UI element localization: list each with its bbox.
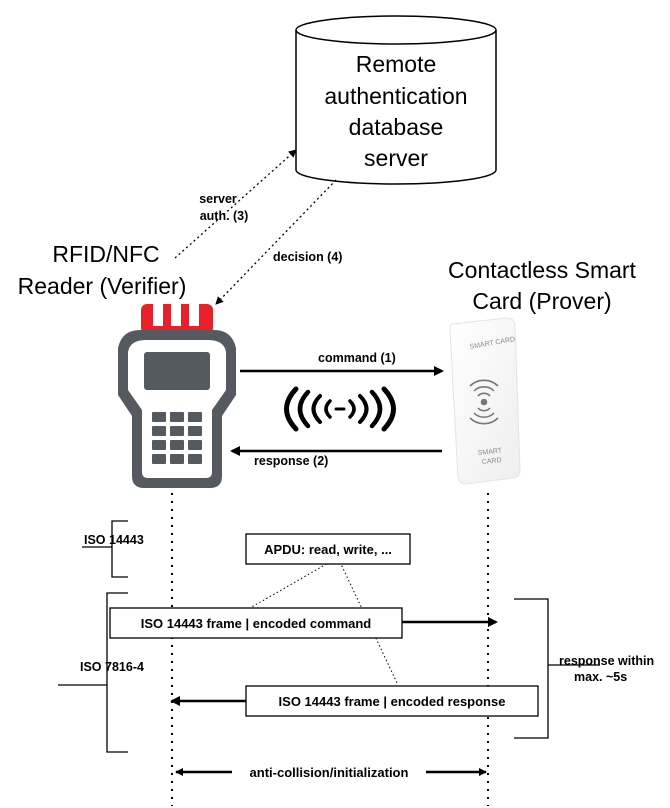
smart-card-icon: SMART CARD SMART CARD <box>449 317 521 485</box>
card-label-1: Contactless Smart <box>448 257 637 283</box>
database-label-3: database <box>349 114 444 140</box>
frame-response-label: ISO 14443 frame | encoded response <box>279 694 506 709</box>
database-label-2: authentication <box>324 83 467 109</box>
database-label-1: Remote <box>356 51 437 77</box>
command-label: command (1) <box>318 351 396 365</box>
card-label-2: Card (Prover) <box>472 288 611 314</box>
iso7816-bracket <box>58 592 128 753</box>
card-bottom-text-1: SMART <box>477 447 503 457</box>
reader-device-icon <box>118 304 236 488</box>
decision-label: decision (4) <box>273 250 342 264</box>
iso7816-label: ISO 7816-4 <box>80 660 144 674</box>
response-within-label-2: max. ~5s <box>574 670 627 684</box>
apdu-connector-command <box>249 561 331 609</box>
database-cylinder <box>295 15 497 185</box>
decision-arrow <box>215 179 337 305</box>
apdu-connector-response <box>339 561 399 686</box>
response-label: response (2) <box>254 454 328 468</box>
response-time-bracket <box>514 598 600 739</box>
response-within-label-1: response within <box>559 654 654 668</box>
signal-waves-icon <box>284 386 396 432</box>
apdu-label: APDU: read, write, ... <box>264 542 392 557</box>
database-label-4: server <box>364 145 428 171</box>
card-bottom-text-2: CARD <box>481 457 501 466</box>
frame-response-box <box>245 685 539 717</box>
apdu-box <box>245 533 411 565</box>
iso14443-label: ISO 14443 <box>84 533 144 547</box>
server-auth-label-2: auth. (3) <box>200 209 249 223</box>
reader-label-1: RFID/NFC <box>52 241 159 267</box>
iso14443-bracket <box>82 520 128 578</box>
frame-command-label: ISO 14443 frame | encoded command <box>141 616 372 631</box>
server-auth-arrow <box>174 149 297 259</box>
reader-label-2: Reader (Verifier) <box>18 273 187 299</box>
anticollision-label: anti-collision/initialization <box>250 765 409 780</box>
frame-command-box <box>109 607 403 639</box>
server-auth-label-1: server <box>199 192 237 206</box>
